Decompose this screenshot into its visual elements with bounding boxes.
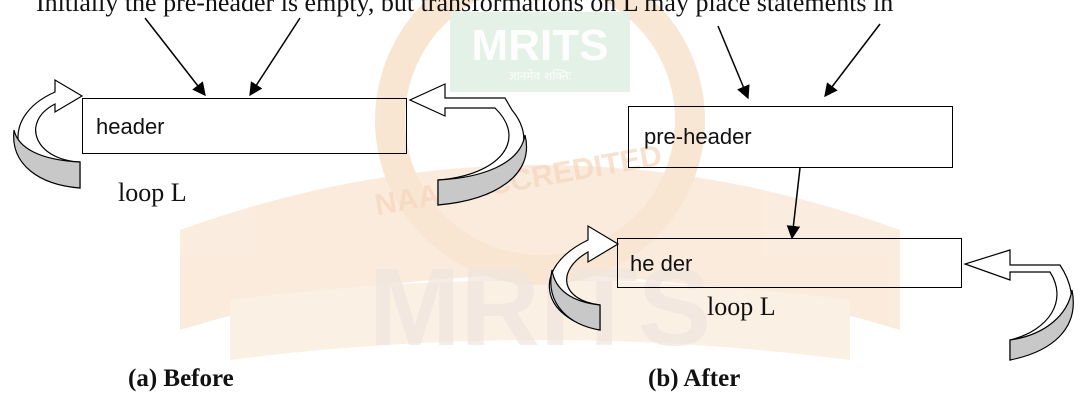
- after-arrow-down: [786, 167, 801, 240]
- after-caption: (b) After: [648, 365, 741, 392]
- before-arrow-left: [144, 17, 206, 97]
- watermark-text: MRITS: [472, 21, 609, 70]
- before-caption: (a) Before: [128, 365, 234, 392]
- before-header-label: header: [96, 114, 165, 139]
- before-header-box: [82, 98, 407, 154]
- watermark-bottom-text: MRITS: [369, 246, 711, 369]
- after-arrow-left: [717, 25, 750, 100]
- watermark-hindi: ज्ञानमेव शक्तिः: [509, 69, 572, 83]
- after-loop-label: loop L: [707, 292, 776, 321]
- before-arrow-right: [249, 17, 301, 97]
- after-header-label: he der: [630, 251, 693, 276]
- after-arrow-right: [824, 23, 881, 98]
- top-text: Initially the pre-header is empty, but t…: [36, 0, 894, 17]
- after-preheader-box: [628, 106, 953, 168]
- after-preheader-label: pre-header: [644, 124, 752, 149]
- after-header-box: [617, 238, 962, 288]
- before-loop-label: loop L: [118, 178, 187, 207]
